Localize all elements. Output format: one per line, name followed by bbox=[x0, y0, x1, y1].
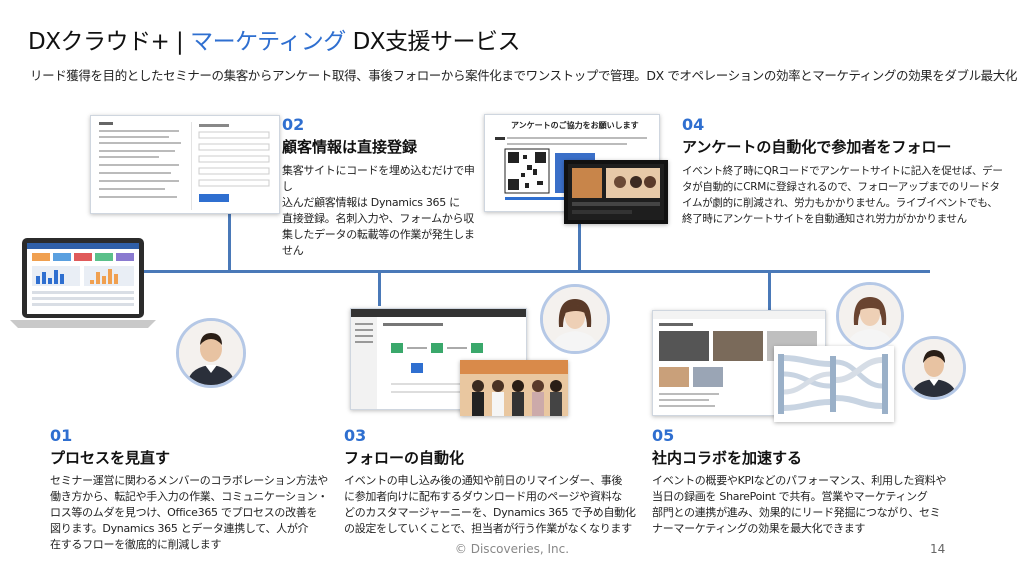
title-suffix: DX支援サービス bbox=[345, 29, 521, 55]
sankey-report-screenshot bbox=[774, 346, 894, 422]
page-number: 14 bbox=[930, 542, 946, 556]
page-title: DXクラウド+ | マーケティング DX支援サービス bbox=[28, 22, 521, 56]
section-04-body: イベント終了時にQRコードでアンケートサイトに記入を促せば、デー タが自動的にC… bbox=[682, 165, 1003, 225]
section-03-body: イベントの申し込み後の通知や前日のリマインダー、事後 に参加者向けに配布するダウ… bbox=[344, 474, 636, 535]
timeline-connector-03 bbox=[378, 272, 381, 306]
avatar-05a bbox=[836, 282, 904, 350]
section-05-title: 社内コラボを加速する bbox=[652, 449, 803, 467]
page-subtitle: リード獲得を目的としたセミナーの集客からアンケート取得、事後フォローから案件化ま… bbox=[30, 68, 1017, 83]
registration-form-screenshot bbox=[90, 115, 280, 214]
section-01-body: セミナー運営に関わるメンバーのコラボレーション方法や 働き方から、転記や手入力の… bbox=[50, 474, 328, 551]
section-02-body: 集客サイトにコードを埋め込むだけで申し 込んだ顧客情報は Dynamics 36… bbox=[282, 164, 475, 257]
footer-copyright: © Discoveries, Inc. bbox=[454, 542, 570, 556]
section-03-number: 03 bbox=[344, 426, 367, 445]
video-screenshot bbox=[564, 160, 668, 224]
avatar-03 bbox=[540, 284, 610, 354]
avatar-05b bbox=[902, 336, 966, 400]
timeline-connector-05 bbox=[768, 272, 771, 312]
section-04-number: 04 bbox=[682, 115, 705, 134]
title-accent: マーケティング bbox=[190, 29, 346, 55]
survey-card-heading: アンケートのご協力をお願いします bbox=[511, 121, 639, 130]
title-prefix: DXクラウド+ | bbox=[28, 29, 191, 55]
section-04-title: アンケートの自動化で参加者をフォロー bbox=[682, 138, 952, 156]
section-05-body: イベントの概要やKPIなどのパフォーマンス、利用した資料や 当日の録画を Sha… bbox=[652, 474, 947, 535]
section-02-title: 顧客情報は直接登録 bbox=[282, 138, 418, 156]
laptop-image bbox=[8, 236, 158, 330]
section-01-number: 01 bbox=[50, 426, 73, 445]
section-03-title: フォローの自動化 bbox=[344, 449, 465, 467]
seminar-photo bbox=[460, 360, 568, 416]
section-01-title: プロセスを見直す bbox=[50, 449, 171, 467]
timeline-connector-04 bbox=[578, 222, 581, 272]
section-05-number: 05 bbox=[652, 426, 675, 445]
section-02-number: 02 bbox=[282, 115, 305, 134]
timeline-line bbox=[60, 270, 930, 273]
timeline-connector-02 bbox=[228, 212, 231, 272]
avatar-01 bbox=[176, 318, 246, 388]
